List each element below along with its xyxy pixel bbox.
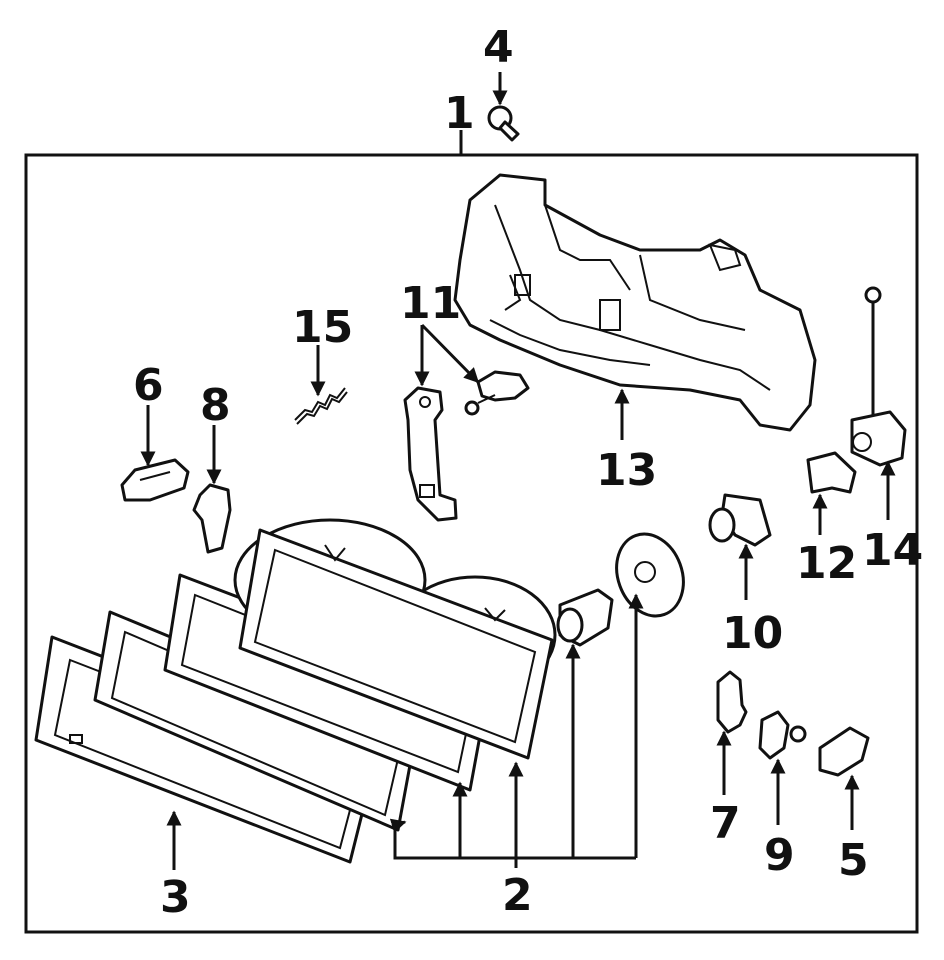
assembly-frame [24, 153, 919, 934]
part-2-bulb-socket [556, 588, 614, 647]
part-14-adjuster-rod [850, 286, 907, 467]
part-7-socket [716, 670, 748, 734]
part-2-housing [233, 518, 557, 760]
callout-12: 12 [796, 538, 857, 589]
callout-11: 11 [400, 278, 461, 329]
part-6-clip [120, 458, 190, 502]
leader-2-bracket [393, 825, 636, 860]
callout-15: 15 [292, 302, 353, 353]
callout-3: 3 [160, 872, 191, 923]
part-15-spring [294, 387, 348, 425]
callout-1: 1 [444, 88, 475, 139]
callout-7: 7 [710, 798, 741, 849]
part-11-adjuster [403, 370, 530, 522]
leader-11b [420, 323, 480, 384]
part-2-retaining-ring [615, 532, 685, 618]
callout-14: 14 [862, 525, 923, 576]
callout-4: 4 [483, 22, 514, 73]
callout-13: 13 [596, 445, 657, 496]
part-10-bulb [708, 493, 772, 547]
callout-10: 10 [722, 608, 783, 659]
part-9-bulb-holder [758, 710, 807, 760]
callout-5: 5 [838, 835, 869, 886]
callout-6: 6 [133, 360, 164, 411]
part-4-screw [487, 105, 520, 142]
callout-9: 9 [764, 830, 795, 881]
part-8-socket [192, 483, 232, 554]
part-12-clip [806, 451, 857, 494]
part-5-clip [818, 726, 870, 777]
part-13-mounting-bracket [453, 173, 817, 432]
callout-8: 8 [200, 380, 231, 431]
callout-2: 2 [502, 870, 533, 921]
leader-2e [389, 818, 407, 834]
